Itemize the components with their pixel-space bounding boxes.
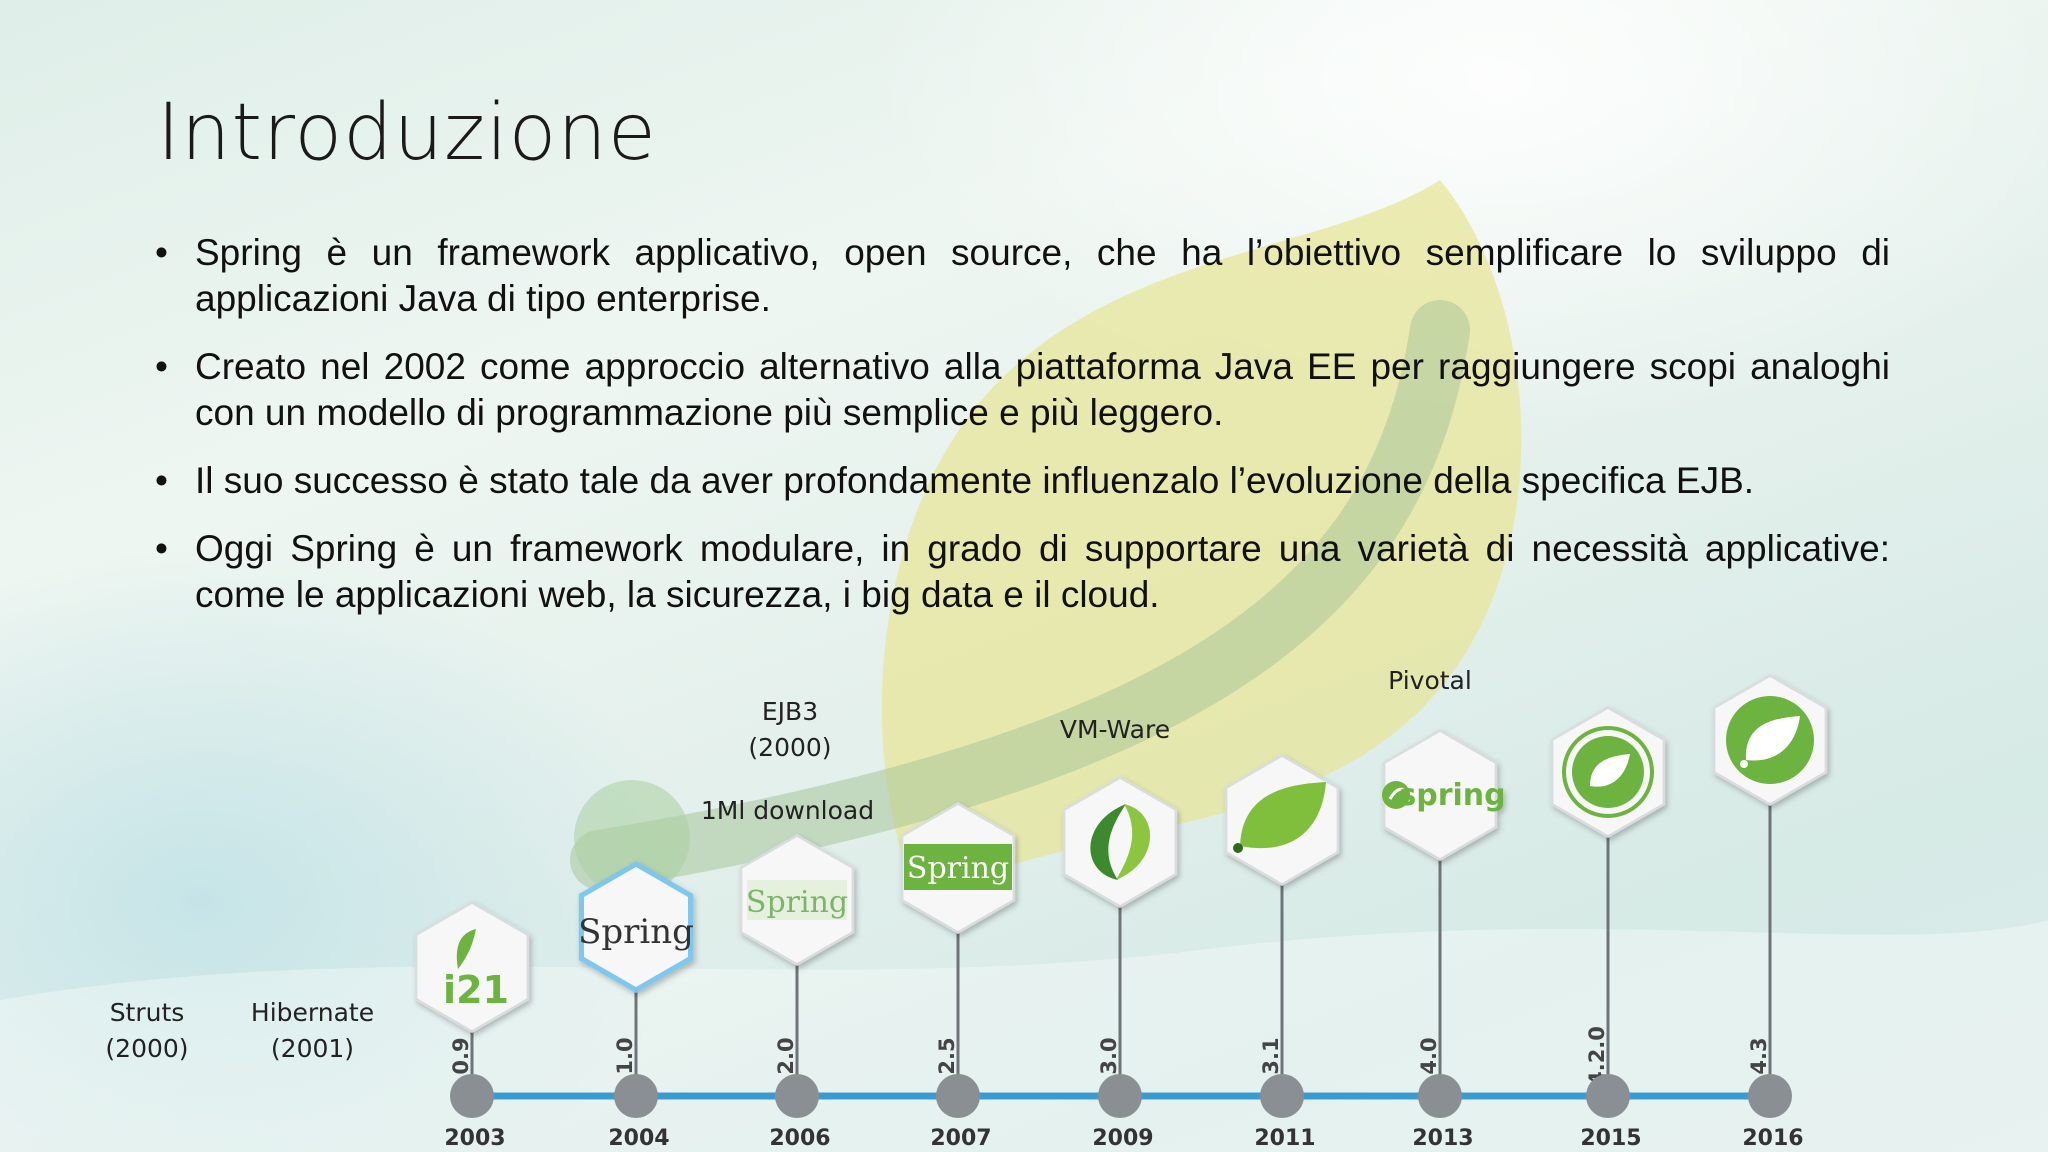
version-label: 2.0 [774,1037,798,1074]
bullet-item: Spring è un framework applicativo, open … [155,230,1890,322]
year-label: 2006 [769,1126,830,1151]
timeline-milestone: Spring 2.0 2006 [739,834,855,1151]
year-label: 2009 [1092,1126,1153,1151]
year-label: 2016 [1742,1126,1803,1151]
svg-text:Spring: Spring [578,912,694,952]
year-label: 2015 [1580,1126,1641,1151]
svg-text:Spring: Spring [907,851,1009,886]
spring-green-text-logo: Spring [739,834,855,966]
timeline-node [614,1074,658,1118]
spring-round-leaf-logo [1550,706,1666,838]
spring-box-logo: Spring [900,802,1016,934]
spring-text-logo: Spring [578,861,694,993]
spring-pivotal-logo: spring [1382,729,1506,861]
annotation-struts: Struts (2000) [105,998,189,1063]
version-label: 2.5 [935,1037,959,1074]
version-label: 0.9 [449,1037,473,1074]
bullet-item: Il suo successo è stato tale da aver pro… [155,458,1890,504]
year-label: 2007 [930,1126,991,1151]
year-label: 2004 [608,1126,669,1151]
annotation-hibernate: Hibernate (2001) [250,998,375,1063]
version-label: 4.0 [1417,1037,1441,1074]
timeline-node [1586,1074,1630,1118]
timeline-milestone: Spring 1.0 2004 [578,861,694,1151]
timeline-milestone: spring 4.0 2013 [1382,729,1506,1151]
spring-circle-leaf-logo [1712,674,1828,806]
version-label: 3.1 [1259,1037,1283,1074]
timeline-node [1418,1074,1462,1118]
timeline-milestone: Spring 2.5 2007 [900,802,1016,1151]
timeline-node [775,1074,819,1118]
bullet-item: Oggi Spring è un framework modulare, in … [155,526,1890,618]
timeline-node [450,1074,494,1118]
svg-text:spring: spring [1398,778,1505,813]
timeline-milestone: i21 0.9 2003 [414,901,530,1151]
spring-leaf-logo [1224,754,1340,886]
version-label: 1.0 [613,1037,637,1074]
timeline-node [1748,1074,1792,1118]
annotation-download: 1Ml download [700,796,875,825]
timeline-node [1260,1074,1304,1118]
timeline-milestone: 3.0 2009 [1062,776,1178,1151]
annotation-vmware: VM-Ware [1059,715,1171,744]
annotation-ejb3: EJB3 (2000) [748,697,832,762]
year-label: 2013 [1412,1126,1473,1151]
timeline-node [1098,1074,1142,1118]
svg-text:Spring: Spring [746,885,848,920]
timeline-milestone: 4.3 2016 [1712,674,1828,1151]
version-label: 4.3 [1747,1037,1771,1074]
timeline-milestone: 3.1 2011 [1224,754,1340,1151]
annotation-pivotal: Pivotal [1388,666,1472,695]
year-label: 2003 [444,1126,505,1151]
svg-text:i21: i21 [443,968,509,1012]
spring-swirl-logo [1062,776,1178,908]
slide-title: Introduzione [157,88,657,178]
version-label: 3.0 [1097,1037,1121,1074]
bullet-item: Creato nel 2002 come approccio alternati… [155,344,1890,436]
timeline-node [936,1074,980,1118]
i21-interface21-logo: i21 [414,901,530,1033]
bullet-list: Spring è un framework applicativo, open … [155,230,1890,640]
year-label: 2011 [1254,1126,1315,1151]
